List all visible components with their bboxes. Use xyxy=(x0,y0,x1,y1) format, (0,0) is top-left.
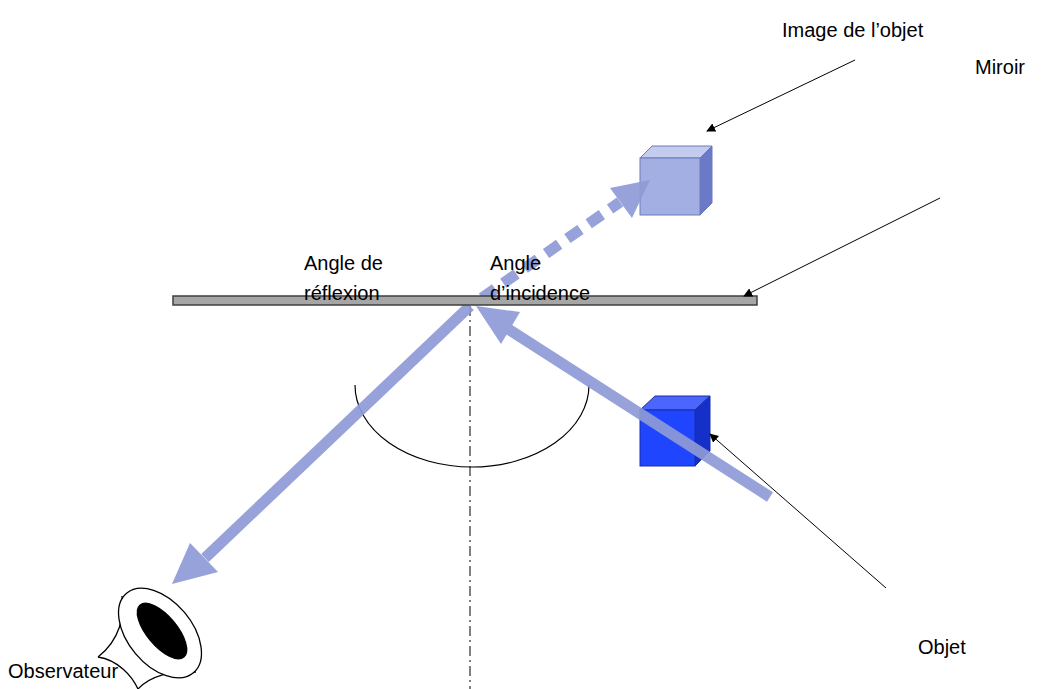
leader-line xyxy=(707,60,855,131)
reflected-ray xyxy=(205,306,470,558)
leader-line xyxy=(744,198,940,296)
image-cube xyxy=(640,146,712,215)
image-label: Image de l’objet xyxy=(782,15,1022,45)
incident-ray xyxy=(508,329,770,497)
virtual-arrowhead xyxy=(610,180,650,218)
reflected-arrowhead xyxy=(172,543,218,584)
light-rays xyxy=(172,180,770,584)
incidence-angle-label: Angle d’incidence xyxy=(490,248,608,308)
reflection-angle-label: Angle de réflexion xyxy=(304,248,416,308)
mirror-label: Miroir xyxy=(975,52,1055,82)
mirror xyxy=(173,296,757,305)
normal-line xyxy=(470,306,471,689)
incident-arrowhead xyxy=(476,306,520,344)
leader-line xyxy=(710,434,886,588)
object-label: Objet xyxy=(918,632,1018,662)
angle-arc xyxy=(355,385,589,467)
observer-label: Observateur xyxy=(8,656,168,686)
